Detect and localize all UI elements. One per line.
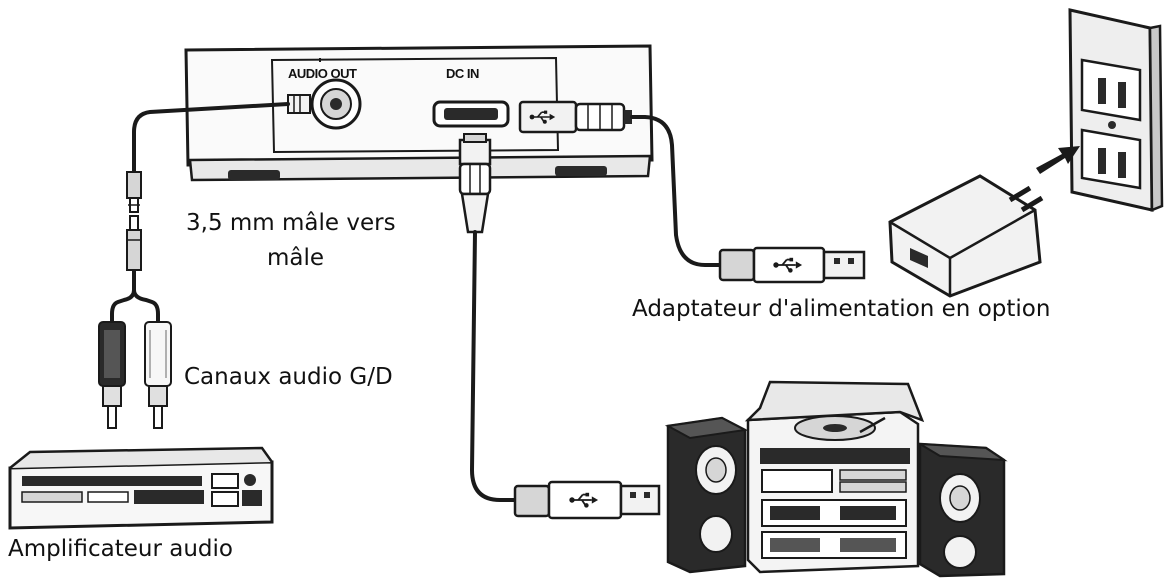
audio-jack-icon <box>287 78 362 130</box>
jack-plug-3-5mm <box>126 171 142 271</box>
dc-in-port <box>432 100 510 128</box>
usb-icon <box>718 246 866 284</box>
power-adapter-label: Adaptateur d'alimentation en option <box>632 296 1051 322</box>
usb-plug-box <box>518 100 632 134</box>
cable-label-line2: mâle <box>267 245 325 271</box>
media-box <box>184 44 654 182</box>
audio-amplifier <box>8 446 274 530</box>
rca-plug-icon <box>98 321 172 429</box>
cables <box>110 102 722 502</box>
usb-plug-speakers <box>513 480 661 520</box>
cable-label-line1: 3,5 mm mâle vers <box>186 210 396 236</box>
port-label-dc-in: DC IN <box>446 66 479 81</box>
power-plug-icon <box>888 174 1044 298</box>
port-label-audio-out: AUDIO OUT <box>288 66 357 81</box>
stereo-system <box>664 380 1008 578</box>
insert-arrow-icon <box>1036 146 1080 174</box>
wall-outlet <box>1068 8 1164 212</box>
micro-usb-plug <box>458 133 492 234</box>
rca-label: Canaux audio G/D <box>184 364 393 390</box>
amplifier-label: Amplificateur audio <box>8 536 233 562</box>
